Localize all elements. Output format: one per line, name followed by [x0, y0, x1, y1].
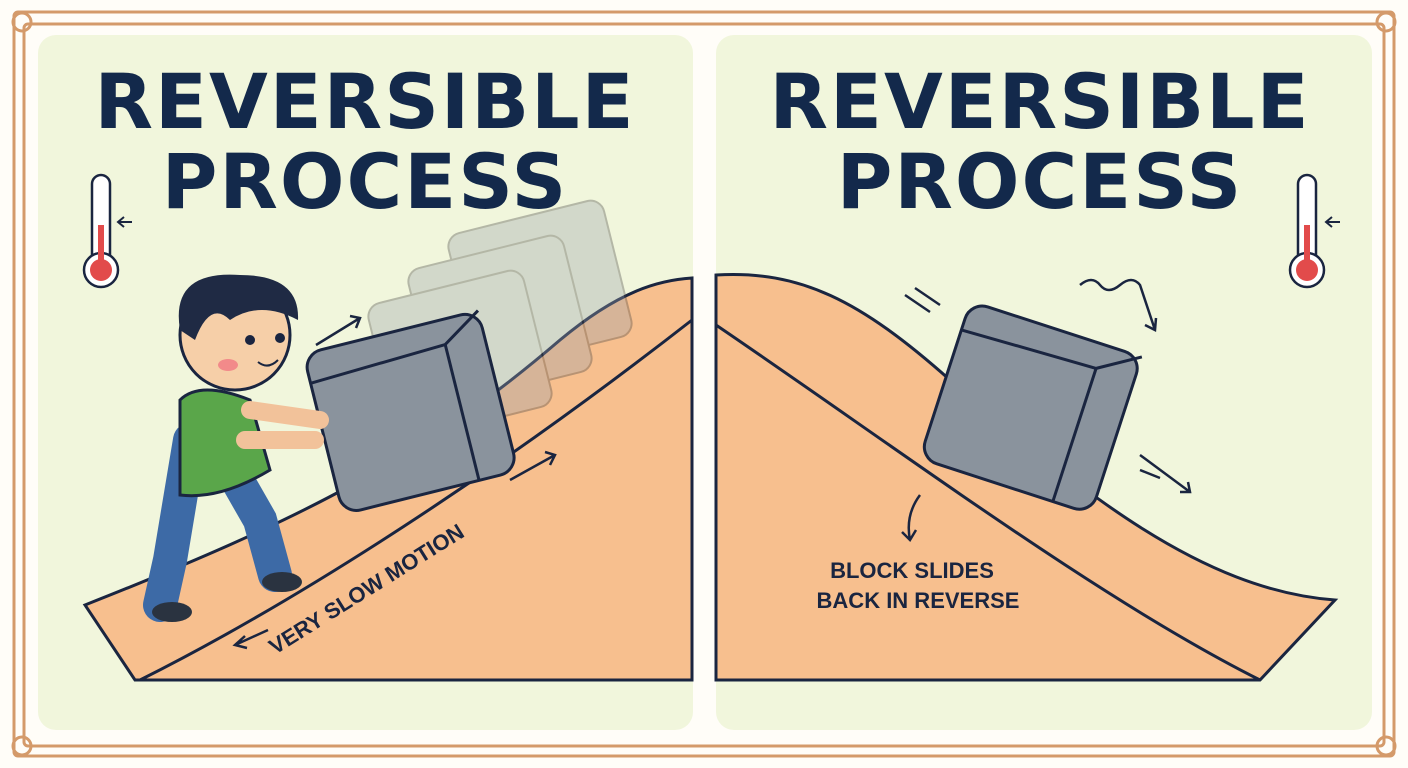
- thermometer-icon: [82, 173, 132, 289]
- right-title-line1: REVERSIBLE: [770, 57, 1311, 146]
- caption-line1: BLOCK SLIDES: [830, 558, 994, 583]
- caption-line2: BACK IN REVERSE: [817, 588, 1020, 613]
- boy-pushing-block: [143, 274, 329, 622]
- left-title-line1: REVERSIBLE: [95, 57, 636, 146]
- left-panel: REVERSIBLE PROCESS VERY SLOW MOTION: [38, 35, 694, 730]
- stone-block: [305, 309, 516, 512]
- thermometer-icon: [1288, 173, 1340, 289]
- decorative-frame: [11, 10, 1397, 758]
- right-panel: REVERSIBLE PROCESS BLOCK SLIDES BACK IN …: [714, 35, 1372, 730]
- stone-block: [922, 304, 1143, 511]
- left-title-line2: PROCESS: [162, 137, 569, 226]
- right-title-line2: PROCESS: [837, 137, 1244, 226]
